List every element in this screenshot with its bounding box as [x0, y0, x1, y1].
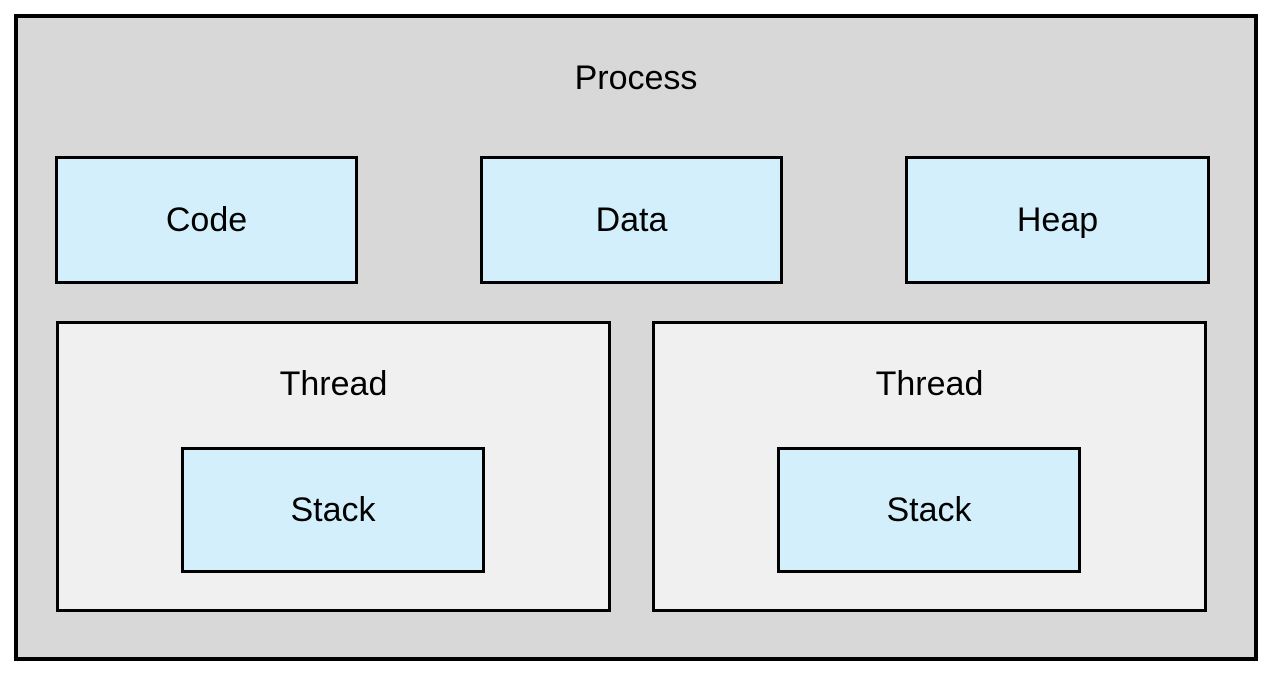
- thread-1-stack-label: Stack: [290, 490, 376, 529]
- code-section-label: Code: [165, 200, 248, 239]
- heap-section-label: Heap: [1016, 200, 1099, 239]
- thread-1-label: Thread: [279, 365, 388, 403]
- process-container: Process Code Data Heap Thread Stack Thre…: [14, 14, 1258, 661]
- thread-2-label: Thread: [875, 365, 984, 403]
- data-section-box: Data: [480, 156, 783, 284]
- thread-2-stack-box: Stack: [777, 447, 1081, 573]
- process-title: Process: [574, 59, 698, 97]
- thread-1-stack-box: Stack: [181, 447, 485, 573]
- code-section-box: Code: [55, 156, 358, 284]
- thread-box-2: Thread Stack: [652, 321, 1207, 612]
- thread-2-stack-label: Stack: [886, 490, 972, 529]
- data-section-label: Data: [595, 200, 668, 239]
- thread-box-1: Thread Stack: [56, 321, 611, 612]
- heap-section-box: Heap: [905, 156, 1210, 284]
